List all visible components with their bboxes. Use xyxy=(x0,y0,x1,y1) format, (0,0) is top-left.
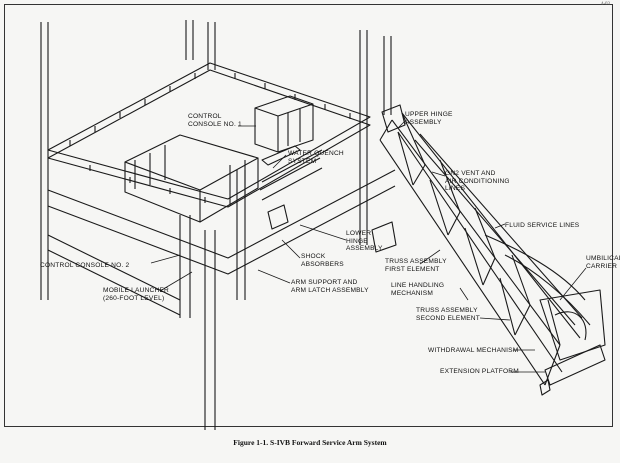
leader-lines xyxy=(150,120,587,373)
callout-upper-hinge-assembly: UPPER HINGE ASSEMBLY xyxy=(405,111,453,126)
upper-deck-railing xyxy=(47,62,371,208)
callout-truss-assembly-second: TRUSS ASSEMBLY SECOND ELEMENT xyxy=(416,307,480,322)
callout-control-console-2: CONTROL CONSOLE NO. 2 xyxy=(40,262,130,269)
lower-deck xyxy=(47,145,396,316)
figure-frame xyxy=(4,4,613,427)
callout-water-quench-system: WATER QUENCH SYSTEM xyxy=(288,150,344,165)
callout-line-handling-mechanism: LINE HANDLING MECHANISM xyxy=(391,282,445,297)
callout-gn2-vent: GN2 VENT AND AIR CONDITIONING LINES xyxy=(445,170,510,193)
callout-truss-assembly-first: TRUSS ASSEMBLY FIRST ELEMENT xyxy=(385,258,447,273)
hinge-assemblies xyxy=(267,104,406,253)
callout-mobile-launcher: MOBILE LAUNCHER (260-FOOT LEVEL) xyxy=(103,287,170,302)
control-console-1 xyxy=(254,95,314,153)
callout-arm-support: ARM SUPPORT AND ARM LATCH ASSEMBLY xyxy=(291,279,369,294)
figure-caption: Figure 1-1. S-IVB Forward Service Arm Sy… xyxy=(233,438,387,447)
swing-arm-truss xyxy=(379,112,591,386)
callout-extension-platform: EXTENSION PLATFORM xyxy=(440,368,519,375)
callout-control-console-1: CONTROL CONSOLE NO. 1 xyxy=(188,113,242,128)
tower-columns xyxy=(40,20,392,430)
deck-enclosure xyxy=(124,134,259,223)
callout-fluid-service-lines: FLUID SERVICE LINES xyxy=(505,222,580,229)
callout-lower-hinge-assembly: LOWER HINGE ASSEMBLY xyxy=(346,230,383,253)
callout-umbilical-carrier: UMBILICAL CARRIER xyxy=(586,255,620,270)
callout-shock-absorbers: SHOCK ABSORBERS xyxy=(301,253,344,268)
umbilical-carrier xyxy=(539,289,606,396)
page-mark: 4-03 xyxy=(600,2,610,7)
callout-withdrawal-mechanism: WITHDRAWAL MECHANISM xyxy=(428,347,519,354)
